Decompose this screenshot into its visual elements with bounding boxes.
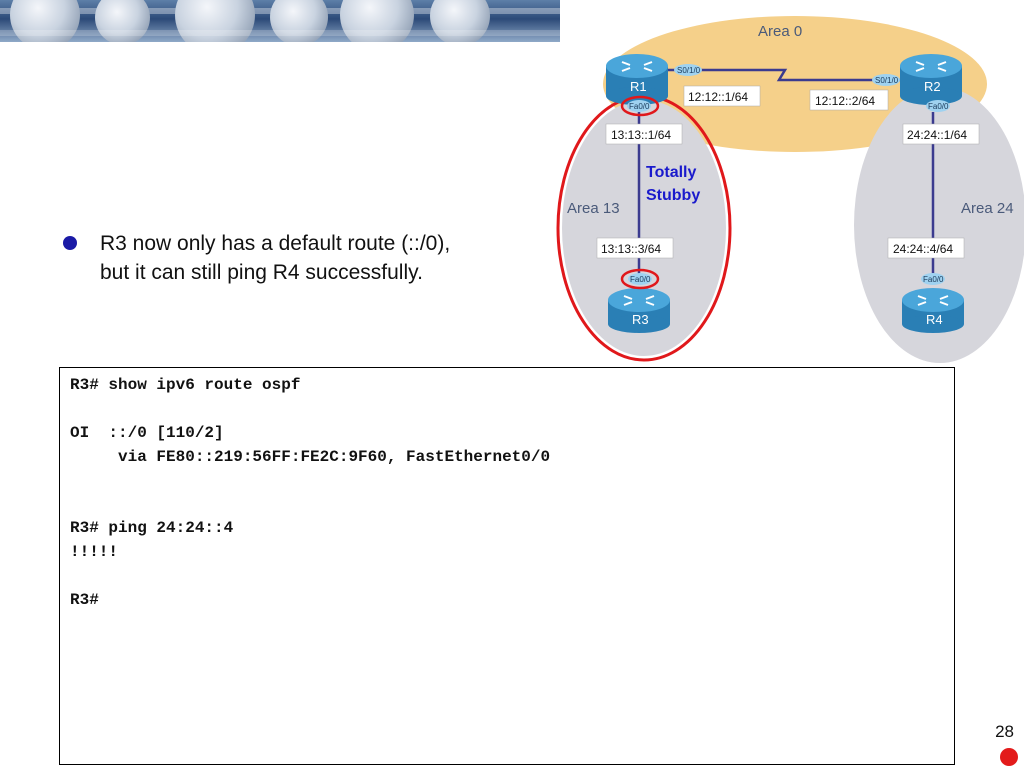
area-24-label: Area 24 bbox=[961, 200, 1014, 217]
area-13-region bbox=[562, 100, 726, 356]
cli-line-route-entry: OI ::/0 [110/2] bbox=[70, 424, 224, 442]
addr-box-r4-fa bbox=[887, 237, 965, 259]
highlight-r3-fa bbox=[620, 268, 660, 290]
router-r4-label: R4 bbox=[926, 312, 943, 327]
area-24-region bbox=[854, 87, 1024, 363]
bullet-text-line-2: but it can still ping R4 successfully. bbox=[100, 261, 423, 284]
router-r1-label: R1 bbox=[630, 79, 647, 94]
cli-output-box: R3# show ipv6 route ospf OI ::/0 [110/2]… bbox=[59, 367, 955, 765]
iface-tag-r1-serial bbox=[674, 64, 702, 76]
stub-label-line-2: Stubby bbox=[646, 187, 700, 204]
stub-label-line-1: Totally bbox=[646, 164, 696, 181]
addr-box-r2-serial bbox=[809, 89, 889, 111]
header-banner-image bbox=[0, 0, 560, 42]
router-r4-icon bbox=[902, 288, 964, 333]
addr-r2-fa: 24:24::1/64 bbox=[907, 128, 967, 142]
iface-tag-r4-fa bbox=[921, 273, 945, 285]
addr-box-r2-fa bbox=[902, 123, 980, 145]
iface-r4-fa: Fa0/0 bbox=[923, 275, 944, 284]
bullet-text: R3 now only has a default route (::/0), … bbox=[100, 229, 540, 287]
addr-r1-fa: 13:13::1/64 bbox=[611, 128, 671, 142]
addr-box-r3-fa bbox=[596, 237, 674, 259]
iface-tag-r3-fa bbox=[628, 273, 652, 285]
bullet-marker bbox=[63, 236, 77, 250]
page-number: 28 bbox=[995, 722, 1014, 741]
cli-line-via: via FE80::219:56FF:FE2C:9F60, FastEthern… bbox=[70, 448, 551, 466]
cli-line-show-route: R3# show ipv6 route ospf bbox=[70, 376, 301, 394]
red-dot-decoration bbox=[1000, 748, 1018, 766]
addr-box-r1-serial bbox=[683, 85, 761, 107]
iface-tag-r2-serial bbox=[872, 74, 900, 86]
cli-line-prompt: R3# bbox=[70, 591, 99, 609]
addr-box-r1-fa bbox=[605, 123, 683, 145]
iface-tag-r2-fa bbox=[926, 100, 950, 112]
iface-r1-fa: Fa0/0 bbox=[629, 102, 650, 111]
iface-tag-r1-fa bbox=[627, 100, 651, 112]
router-r3-label: R3 bbox=[632, 312, 649, 327]
highlight-r1-fa bbox=[620, 95, 660, 117]
iface-r3-fa: Fa0/0 bbox=[630, 275, 651, 284]
ospf-topology-diagram: Area 0 Area 13 Area 24 Totally Stubby 12… bbox=[556, 16, 1024, 363]
iface-r1-serial: S0/1/0 bbox=[677, 66, 701, 75]
cli-line-ping-result: !!!!! bbox=[70, 543, 119, 561]
router-r2-label: R2 bbox=[924, 79, 941, 94]
cli-line-ping: R3# ping 24:24::4 bbox=[70, 519, 234, 537]
addr-r2-serial: 12:12::2/64 bbox=[815, 94, 875, 108]
addr-r4-fa: 24:24::4/64 bbox=[893, 242, 953, 256]
addr-r1-serial: 12:12::1/64 bbox=[688, 90, 748, 104]
serial-link-r1-r2 bbox=[668, 68, 900, 82]
area-13-label: Area 13 bbox=[567, 200, 620, 217]
router-r2-icon bbox=[900, 54, 962, 105]
bullet-text-line-1: R3 now only has a default route (::/0), bbox=[100, 232, 451, 255]
area-0-label: Area 0 bbox=[758, 23, 802, 40]
addr-r3-fa: 13:13::3/64 bbox=[601, 242, 661, 256]
iface-r2-serial: S0/1/0 bbox=[875, 76, 899, 85]
iface-r2-fa: Fa0/0 bbox=[928, 102, 949, 111]
router-r3-icon bbox=[608, 288, 670, 333]
